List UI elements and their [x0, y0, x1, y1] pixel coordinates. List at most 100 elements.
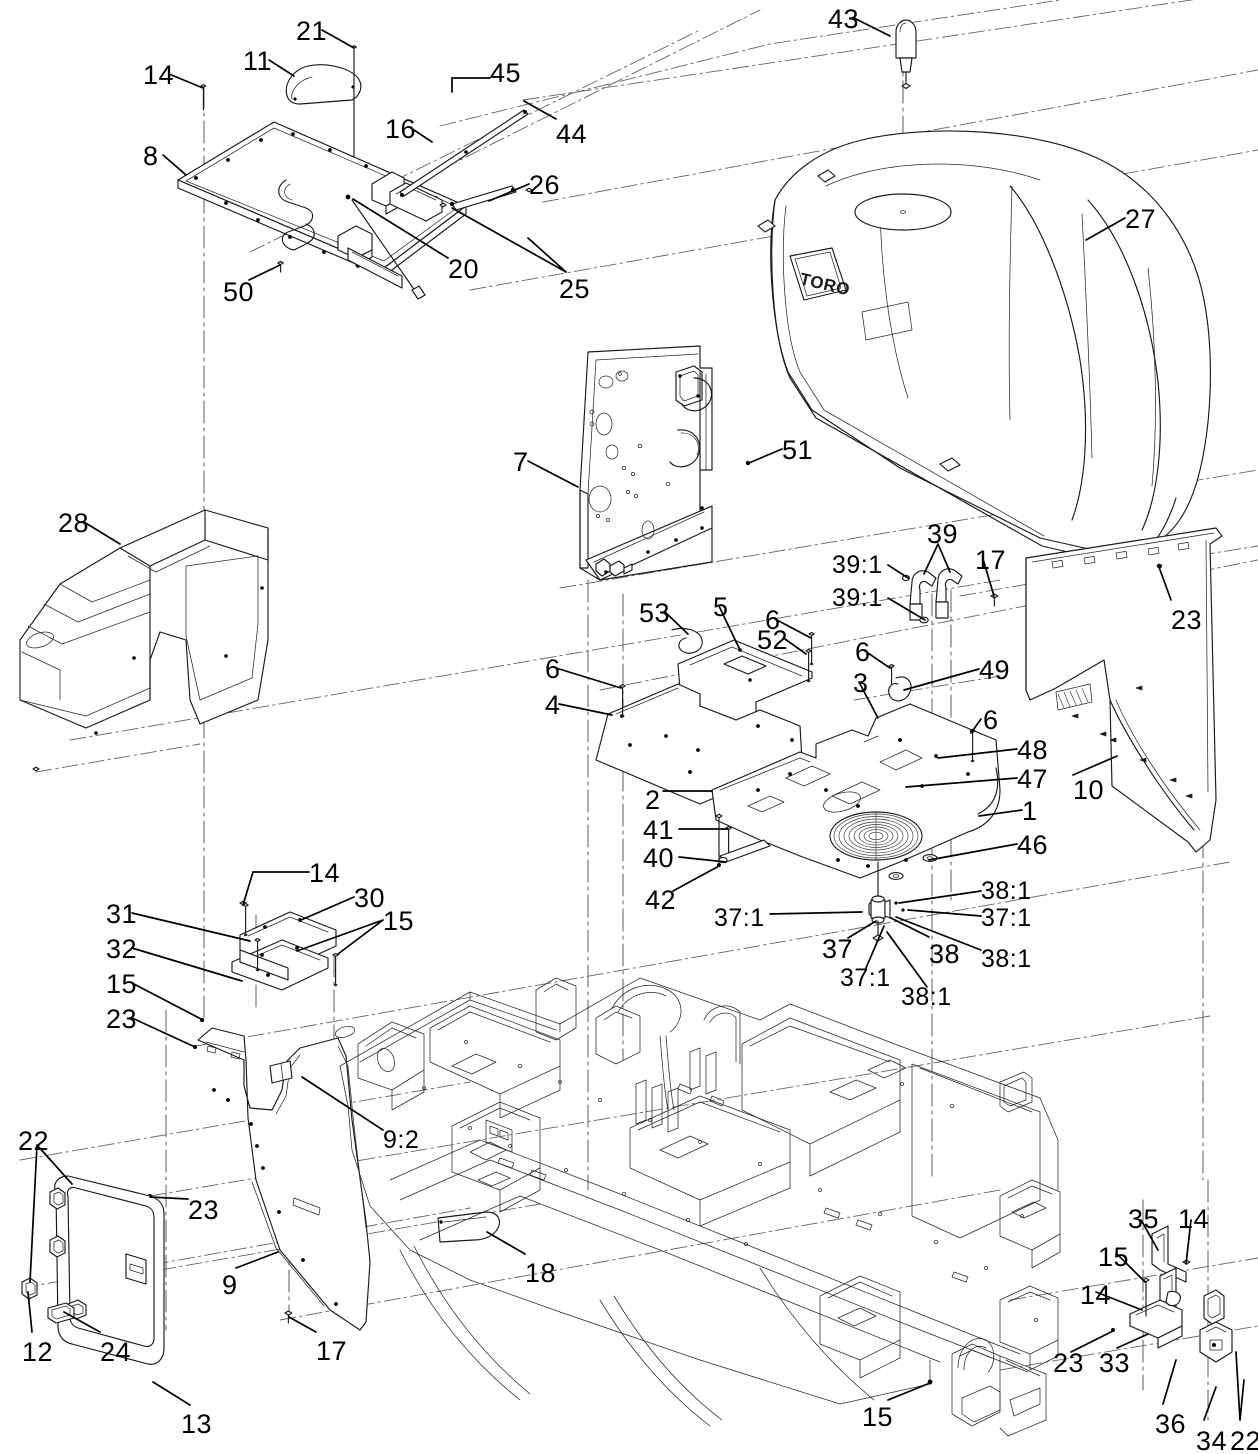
part-9-shield [148, 1027, 371, 1331]
callout-number-34: 34 [1196, 1426, 1228, 1454]
callout-number-14: 14 [1178, 1204, 1210, 1234]
part-7-panel [579, 345, 751, 581]
chassis-frame [334, 977, 1061, 1437]
callout-number-52: 52 [757, 625, 789, 655]
callout-number-17: 17 [316, 1336, 348, 1366]
part-26-rod [439, 185, 533, 211]
callout-number-27: 27 [1125, 204, 1157, 234]
callout-number-15: 15 [1098, 1242, 1130, 1272]
callout-number-1: 1 [1022, 796, 1038, 826]
part-27-hood: TORO [757, 130, 1211, 567]
callout-number-10: 10 [1073, 775, 1105, 805]
callout-number-14: 14 [143, 60, 175, 90]
callout-number-51: 51 [782, 435, 814, 465]
callout-number-5: 5 [713, 592, 729, 622]
callout-number-21: 21 [296, 16, 328, 46]
callout-number-32: 32 [106, 934, 138, 964]
callout-number-37-1: 37:1 [981, 904, 1032, 932]
part-37-38-cluster [868, 861, 905, 942]
callout-number-23: 23 [106, 1004, 138, 1034]
part-18-handle [437, 1211, 501, 1243]
callout-number-9: 9 [222, 1270, 238, 1300]
callout-number-50: 50 [223, 277, 255, 307]
callout-number-46: 46 [1017, 830, 1049, 860]
rear-hitch [951, 1338, 1047, 1437]
callout-number-16: 16 [385, 114, 417, 144]
part-20-bolt [351, 199, 426, 300]
callout-number-30: 30 [354, 883, 386, 913]
part-49-clip [888, 676, 912, 702]
callout-number-6: 6 [855, 637, 871, 667]
callout-number-23: 23 [1053, 1348, 1085, 1378]
callout-number-41: 41 [643, 815, 675, 845]
callout-number-35: 35 [1128, 1204, 1160, 1234]
reference-dots [1156, 563, 1162, 569]
part-10-shield [1025, 527, 1223, 853]
callout-number-44: 44 [556, 119, 588, 149]
callout-number-38-1: 38:1 [981, 877, 1032, 905]
callout-number-39-1: 39:1 [832, 551, 883, 579]
callout-number-11: 11 [243, 46, 273, 76]
callout-number-43: 43 [828, 4, 860, 34]
part-28-fender [19, 509, 269, 772]
callout-number-48: 48 [1017, 735, 1049, 765]
chassis-decal [485, 1119, 513, 1153]
fan-grille [829, 811, 923, 861]
callout-number-25: 25 [559, 274, 591, 304]
callout-number-36: 36 [1155, 1409, 1187, 1439]
callout-number-9-2: 9:2 [383, 1126, 420, 1154]
callout-number-39: 39 [927, 519, 959, 549]
part-30-31-32-brackets [193, 900, 339, 1049]
part-13-door [21, 1175, 165, 1365]
callout-number-53: 53 [639, 598, 671, 628]
callout-number-23: 23 [1171, 605, 1203, 635]
callout-number-42: 42 [645, 885, 677, 915]
callout-number-37-1: 37:1 [840, 964, 891, 992]
callout-number-6: 6 [983, 705, 999, 735]
callout-number-23: 23 [188, 1195, 220, 1225]
callout-number-8: 8 [143, 141, 159, 171]
part-2-3-deck [711, 703, 1001, 880]
part-39-fittings [902, 568, 963, 624]
callout-number-37-1: 37:1 [714, 904, 765, 932]
callout-number-24: 24 [100, 1337, 132, 1367]
callout-number-3: 3 [853, 668, 869, 698]
leader-lines [27, 17, 1245, 1421]
callout-number-14: 14 [309, 858, 341, 888]
part-50-bolt [277, 260, 284, 273]
callout-number-22: 22 [18, 1126, 50, 1156]
callout-number-7: 7 [513, 447, 529, 477]
callout-number-6: 6 [765, 605, 781, 635]
callout-number-13: 13 [181, 1409, 213, 1439]
callout-number-15: 15 [862, 1402, 894, 1432]
callout-number-14: 14 [1080, 1280, 1112, 1310]
callout-number-38-1: 38:1 [981, 945, 1032, 973]
callout-number-12: 12 [22, 1337, 54, 1367]
callout-number-47: 47 [1017, 764, 1049, 794]
part-8-panel [177, 121, 467, 289]
part-16-rod [399, 109, 529, 197]
callout-number-15: 15 [383, 906, 415, 936]
callout-number-49: 49 [979, 655, 1011, 685]
callout-number-22: 22 [1230, 1426, 1258, 1454]
callout-number-26: 26 [529, 170, 561, 200]
callout-number-4: 4 [545, 690, 561, 720]
callout-number-17: 17 [975, 545, 1007, 575]
callout-number-40: 40 [643, 843, 675, 873]
part-53-clip [671, 627, 703, 654]
part-17-bolt-left [284, 1310, 293, 1324]
callout-number-33: 33 [1099, 1348, 1131, 1378]
part-33-35-bracket [1111, 1225, 1233, 1363]
part-43-lamp [895, 19, 917, 90]
part-11-cover [285, 64, 362, 105]
callout-number-37: 37 [822, 934, 854, 964]
callout-number-28: 28 [58, 508, 90, 538]
callout-number-38: 38 [929, 939, 961, 969]
callout-number-38-1: 38:1 [901, 983, 952, 1011]
callout-number-18: 18 [525, 1258, 557, 1288]
callout-number-6: 6 [545, 654, 561, 684]
callout-number-31: 31 [106, 899, 138, 929]
callout-number-20: 20 [448, 254, 480, 284]
callout-number-45: 45 [490, 58, 522, 88]
